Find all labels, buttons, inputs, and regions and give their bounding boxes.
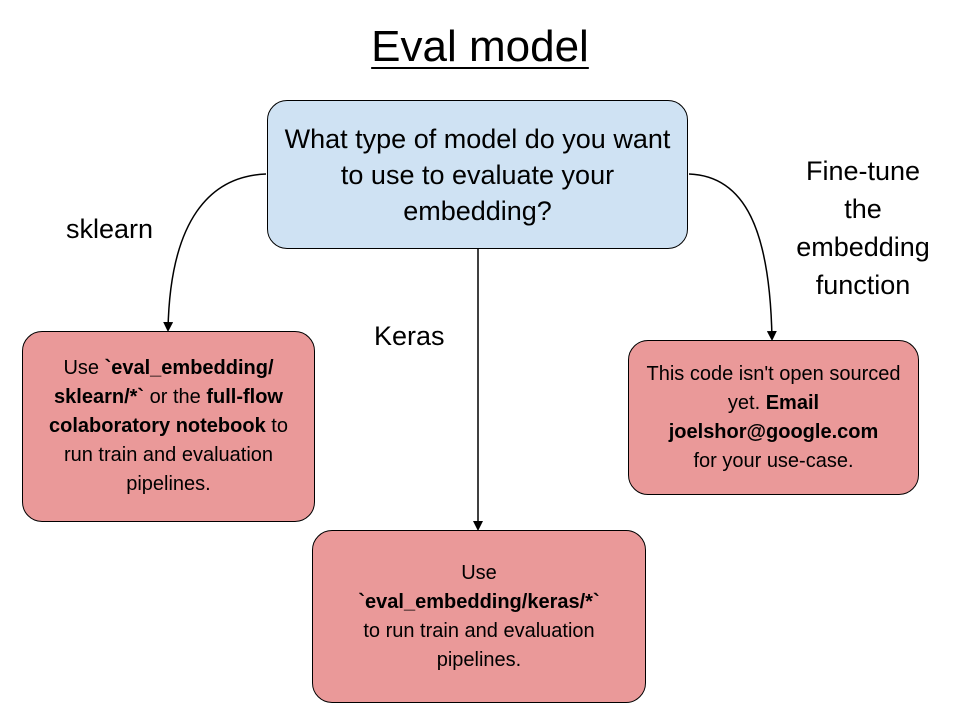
keras-path: `eval_embedding/keras/*` (358, 590, 600, 613)
keras-node-text: Use `eval_embedding/keras/*` to run trai… (327, 559, 631, 675)
finetune-email-label: Email (765, 391, 820, 414)
edge-label-sklearn: sklearn (66, 214, 154, 244)
edge-label-finetune: Fine-tune the embedding function (778, 152, 948, 304)
sklearn-node-text: Use `eval_embedding/ sklearn/*` or the f… (37, 354, 300, 499)
sklearn-notebook: full-flow colaboratory notebook (49, 386, 283, 437)
keras-node: Use `eval_embedding/keras/*` to run trai… (312, 530, 646, 703)
finetune-node-text: This code isn't open sourced yet. Email j… (643, 360, 904, 476)
arrow-to-finetune (688, 173, 777, 341)
finetune-node: This code isn't open sourced yet. Email j… (628, 340, 919, 495)
edge-label-finetune-line: embedding (796, 232, 930, 262)
finetune-rest: for your use-case. (693, 449, 854, 472)
edge-label-finetune-line: function (815, 270, 911, 300)
question-node: What type of model do you want to use to… (267, 100, 688, 249)
arrow-to-sklearn (163, 173, 267, 332)
sklearn-path: `eval_embedding/ sklearn/*` (54, 357, 274, 408)
edge-label-keras: Keras (374, 321, 445, 351)
question-text: What type of model do you want to use to… (284, 123, 671, 226)
page-title: Eval model (371, 22, 589, 71)
sklearn-node: Use `eval_embedding/ sklearn/*` or the f… (22, 331, 315, 522)
edge-label-finetune-line: the (844, 194, 882, 224)
edge-label-finetune-line: Fine-tune (805, 156, 921, 186)
sklearn-rest: to run train and evaluation pipelines. (63, 415, 288, 495)
keras-use: Use (461, 561, 497, 584)
keras-rest: to run train and evaluation pipelines. (363, 619, 595, 671)
sklearn-use: Use (63, 357, 105, 379)
finetune-email: joelshor@google.com (668, 420, 879, 443)
finetune-text1: This code isn't open sourced yet. (646, 362, 901, 414)
sklearn-or-the: or the (144, 386, 207, 408)
